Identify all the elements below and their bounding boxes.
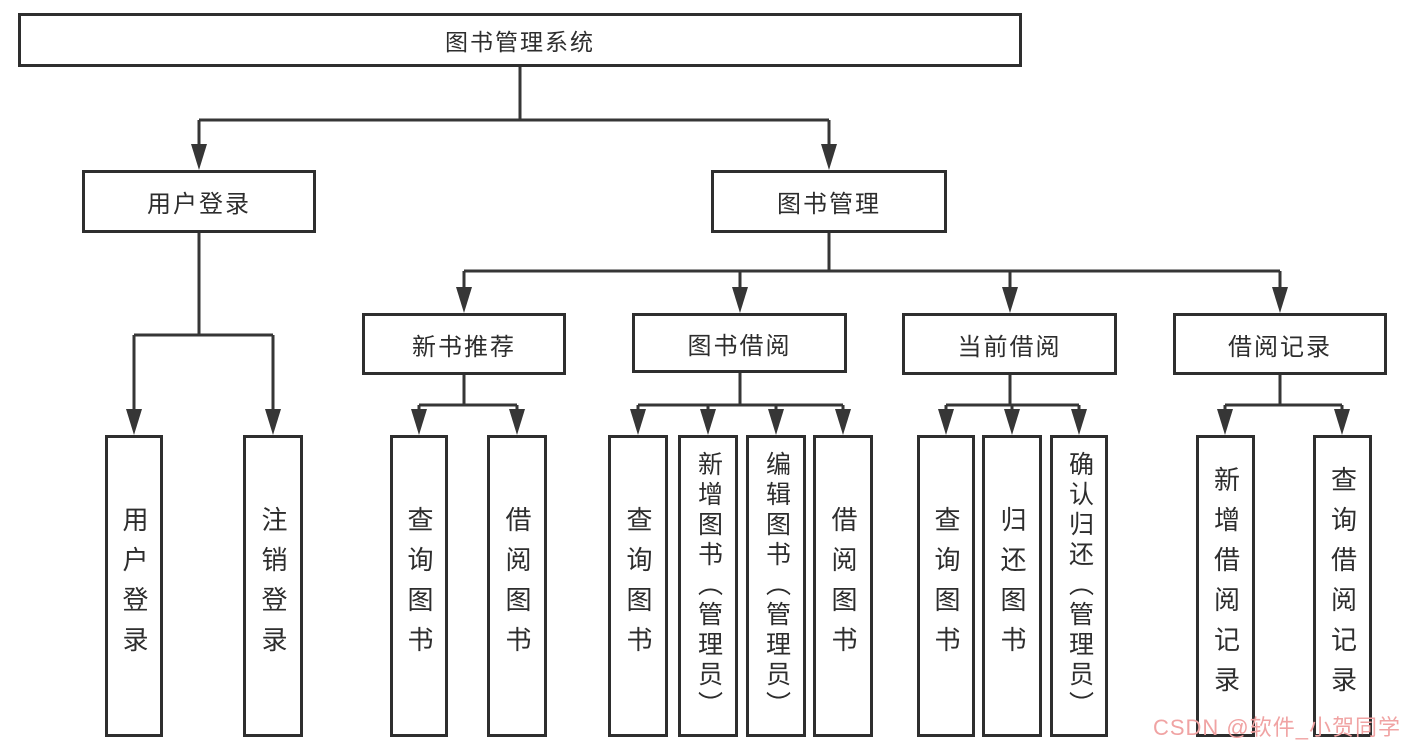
leaf-query-book-1: 查询图书 bbox=[390, 435, 448, 737]
leaf-query-book-3: 查询图书 bbox=[917, 435, 975, 737]
connector-bookmgmt-to-level3 bbox=[456, 233, 1288, 313]
connector-borrowrecord-to-leaves bbox=[1217, 375, 1350, 435]
csdn-watermark: CSDN @软件_小贺同学 bbox=[1152, 715, 1401, 740]
leaf-add-borrow-record: 新增借阅记录 bbox=[1196, 435, 1255, 737]
connector-newbook-to-leaves bbox=[411, 375, 525, 435]
connector-userlogin-to-leaves bbox=[126, 233, 281, 435]
connector-bookborrow-to-leaves bbox=[630, 373, 851, 435]
leaf-add-book-admin: 新增图书（管理员） bbox=[678, 435, 738, 737]
connector-currentborrow-to-leaves bbox=[938, 375, 1087, 435]
leaf-borrow-book-2: 借阅图书 bbox=[813, 435, 873, 737]
leaf-logout: 注销登录 bbox=[243, 435, 303, 737]
node-new-book-recommend: 新书推荐 bbox=[362, 313, 566, 375]
connector-root-to-level2 bbox=[191, 67, 837, 170]
leaf-user-login: 用户登录 bbox=[105, 435, 163, 737]
node-user-login: 用户登录 bbox=[82, 170, 316, 233]
leaf-query-book-2: 查询图书 bbox=[608, 435, 668, 737]
node-book-borrow: 图书借阅 bbox=[632, 313, 847, 373]
leaf-return-book: 归还图书 bbox=[982, 435, 1042, 737]
leaf-confirm-return-admin: 确认归还（管理员） bbox=[1050, 435, 1108, 737]
node-library-management-system: 图书管理系统 bbox=[18, 13, 1022, 67]
node-book-management: 图书管理 bbox=[711, 170, 947, 233]
leaf-query-borrow-record: 查询借阅记录 bbox=[1313, 435, 1372, 737]
leaf-edit-book-admin: 编辑图书（管理员） bbox=[746, 435, 806, 737]
node-borrow-record: 借阅记录 bbox=[1173, 313, 1387, 375]
leaf-borrow-book-1: 借阅图书 bbox=[487, 435, 547, 737]
node-current-borrow: 当前借阅 bbox=[902, 313, 1117, 375]
